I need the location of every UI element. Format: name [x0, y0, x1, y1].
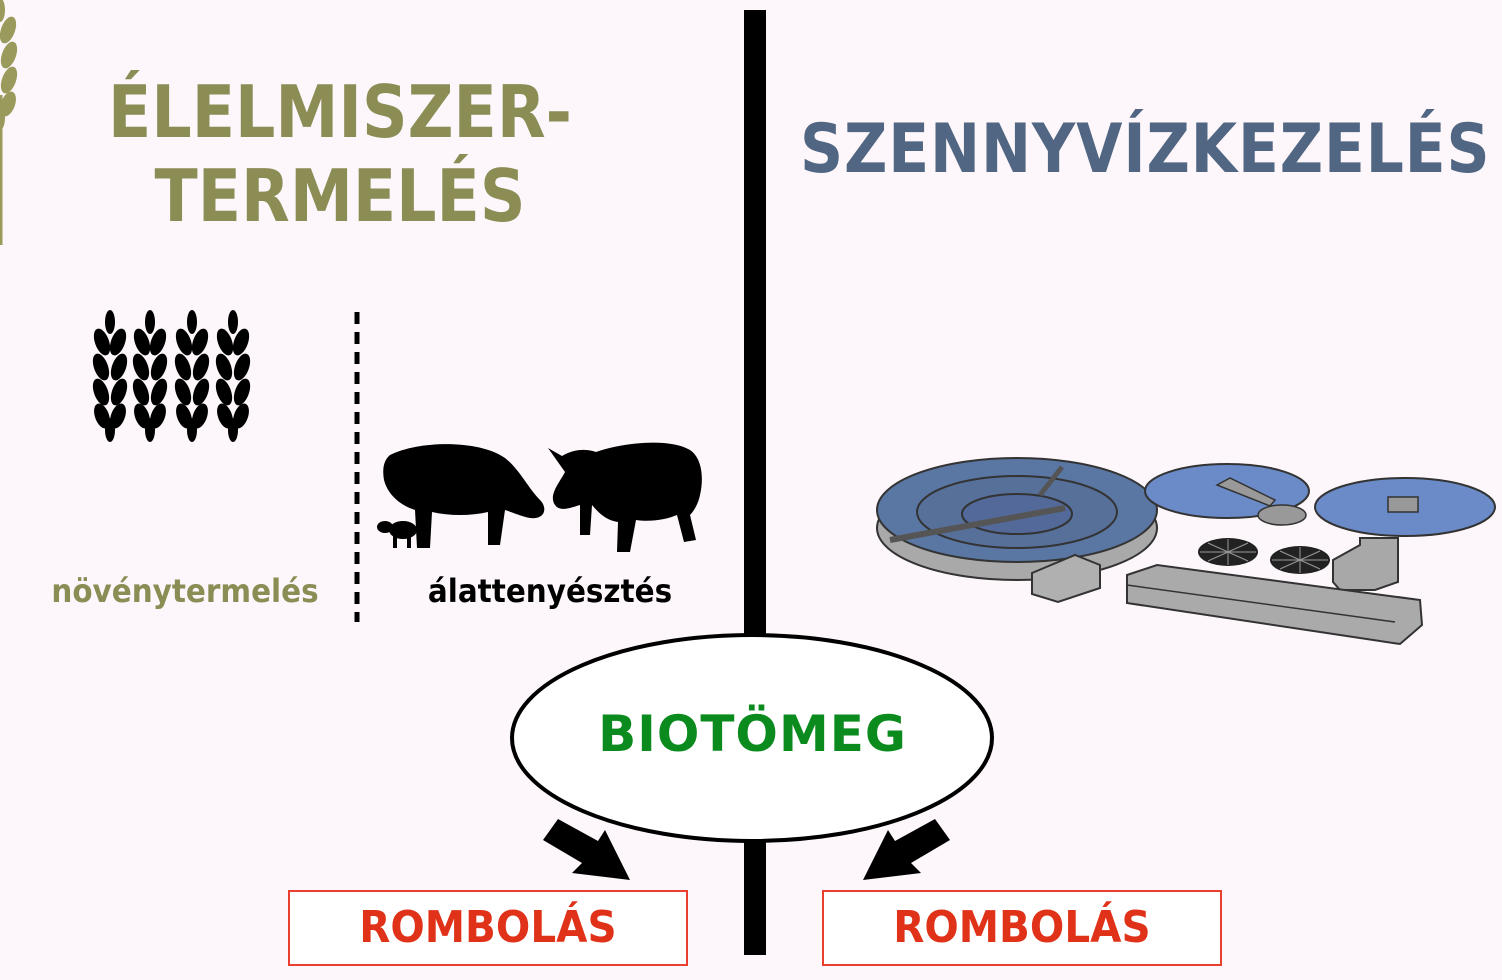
left-title-line2: TERMELÉS	[154, 154, 526, 238]
plant-production-label: növénytermelés	[51, 572, 319, 610]
pig-icon	[377, 442, 702, 552]
animal-husbandry-label: álattenyésztés	[427, 572, 673, 610]
outcome-box-right: ROMBOLÁS	[822, 890, 1222, 966]
arrow-down-icon	[543, 819, 630, 880]
outcome-box-left: ROMBOLÁS	[288, 890, 688, 966]
wheat-stalk-4	[213, 310, 254, 557]
biomass-ellipse	[510, 633, 994, 843]
outcome-label-right: ROMBOLÁS	[893, 902, 1151, 953]
wheat-stalk-2	[130, 310, 171, 557]
right-section-title: SZENNYVÍZKEZELÉS	[800, 110, 1491, 189]
wheat-stalk-3	[172, 310, 213, 557]
left-section-title: ÉLELMISZER- TERMELÉS	[94, 70, 587, 238]
biomass-label: BIOTÖMEG	[598, 705, 907, 763]
wheat-icon	[0, 0, 18, 245]
wastewater-plant-icon	[876, 457, 1496, 646]
left-title-line1: ÉLELMISZER-	[108, 70, 572, 154]
outcome-label-left: ROMBOLÁS	[359, 902, 617, 953]
wheat-stalk-1	[90, 310, 131, 557]
arrow-down-icon	[863, 819, 950, 880]
